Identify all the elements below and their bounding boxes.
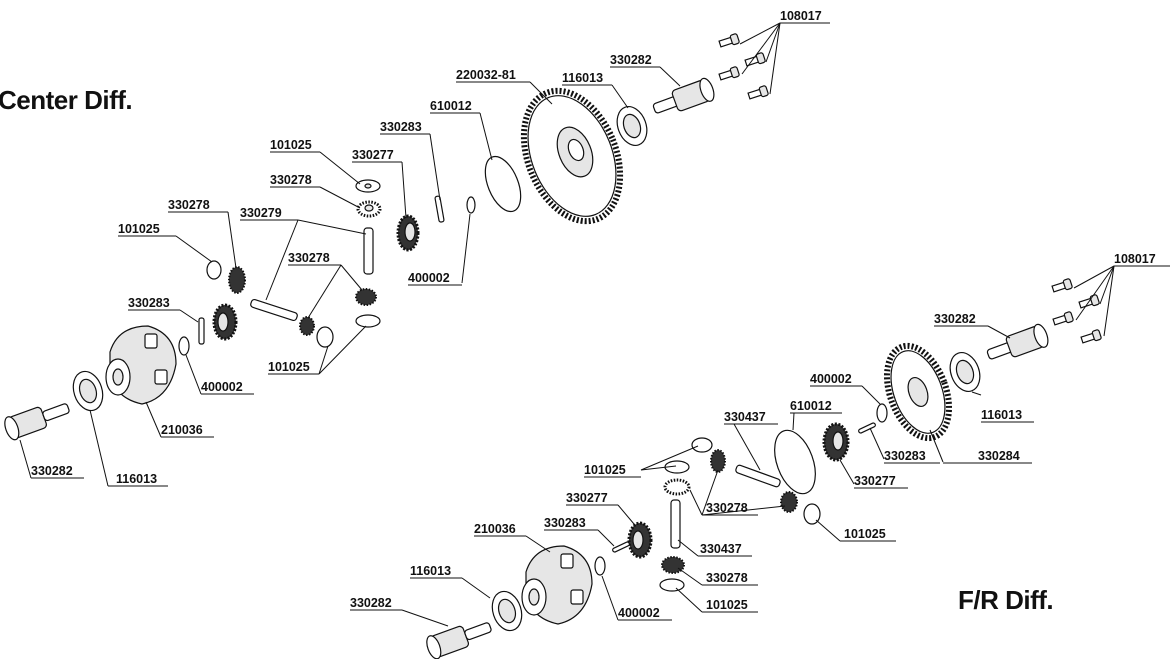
part-label-116013: 116013 bbox=[981, 408, 1022, 422]
outdrive-330282-fr-bot bbox=[426, 622, 492, 659]
bevel-gear-330278-fr-c bbox=[780, 491, 798, 513]
bevel-gear-330277-fr-b bbox=[627, 521, 653, 559]
washer-101025-c bbox=[316, 326, 334, 348]
part-label-330282: 330282 bbox=[350, 596, 392, 610]
part-label-330283: 330283 bbox=[380, 120, 422, 134]
part-label-400002: 400002 bbox=[810, 372, 852, 386]
leader-lines bbox=[19, 22, 1115, 627]
ring-gear-330284 bbox=[883, 342, 953, 442]
bevel-gear-330278-fr-d bbox=[661, 556, 685, 574]
part-label-330282: 330282 bbox=[31, 464, 73, 478]
part-label-330278: 330278 bbox=[270, 173, 312, 187]
part-label-101025: 101025 bbox=[706, 598, 748, 612]
oring-400002-fr-top bbox=[876, 403, 888, 423]
part-label-330278: 330278 bbox=[168, 198, 210, 212]
part-label-330437: 330437 bbox=[700, 542, 742, 556]
part-label-116013: 116013 bbox=[562, 71, 603, 85]
part-label-400002: 400002 bbox=[618, 606, 660, 620]
part-label-610012: 610012 bbox=[430, 99, 472, 113]
bevel-gear-330277-center bbox=[396, 214, 420, 252]
diff-case-210036-fr bbox=[521, 545, 593, 625]
shaft-330279-diagonal bbox=[250, 298, 298, 322]
part-label-330283: 330283 bbox=[884, 449, 926, 463]
gasket-610012 bbox=[484, 155, 522, 213]
part-label-108017: 108017 bbox=[1114, 252, 1156, 266]
part-label-101025: 101025 bbox=[270, 138, 312, 152]
oring-400002-mid bbox=[178, 336, 190, 356]
washer-101025-b bbox=[206, 260, 222, 280]
part-label-101025: 101025 bbox=[268, 360, 310, 374]
bearing-116013-bottom-center bbox=[72, 370, 104, 412]
part-label-108017: 108017 bbox=[780, 9, 822, 23]
part-label-210036: 210036 bbox=[474, 522, 516, 536]
pin-330283-top bbox=[434, 195, 445, 223]
part-label-330283: 330283 bbox=[544, 516, 586, 530]
part-label-330437: 330437 bbox=[724, 410, 766, 424]
shaft-330279-vertical bbox=[363, 227, 374, 275]
bevel-gear-330277-fr-a bbox=[822, 422, 850, 462]
part-label-330279: 330279 bbox=[240, 206, 282, 220]
part-label-330277: 330277 bbox=[566, 491, 608, 505]
washer-101025-fr-a bbox=[691, 437, 713, 453]
part-label-330284: 330284 bbox=[978, 449, 1020, 463]
outdrive-330282-fr-top bbox=[986, 323, 1049, 360]
shaft-330437-b bbox=[670, 499, 681, 549]
part-label-330278: 330278 bbox=[706, 501, 748, 515]
bearing-116013-fr-top bbox=[949, 352, 981, 392]
pin-330283-mid bbox=[198, 317, 205, 345]
oring-400002-top bbox=[466, 196, 476, 214]
part-label-610012: 610012 bbox=[790, 399, 832, 413]
part-label-330277: 330277 bbox=[352, 148, 394, 162]
pin-330283-fr-b bbox=[612, 541, 630, 553]
pin-330283-fr-a bbox=[858, 422, 876, 434]
part-label-101025: 101025 bbox=[118, 222, 160, 236]
gasket-610012-fr bbox=[774, 429, 816, 495]
outdrive-330282-bottom bbox=[4, 403, 70, 441]
part-label-220032-81: 220032-81 bbox=[456, 68, 516, 82]
bearing-116013-top bbox=[616, 106, 648, 146]
screw-108017-fr-group bbox=[1051, 278, 1102, 344]
fr-diff-title: F/R Diff. bbox=[958, 585, 1053, 615]
bevel-gear-330278-a bbox=[356, 200, 382, 218]
bevel-gear-330278-fr-a bbox=[710, 449, 726, 473]
part-label-330282: 330282 bbox=[610, 53, 652, 67]
outdrive-330282-top bbox=[652, 77, 715, 114]
part-label-101025: 101025 bbox=[584, 463, 626, 477]
part-label-330278: 330278 bbox=[288, 251, 330, 265]
shaft-330437-a bbox=[735, 464, 781, 488]
part-label-330283: 330283 bbox=[128, 296, 170, 310]
part-label-101025: 101025 bbox=[844, 527, 886, 541]
bearing-116013-fr-bot bbox=[491, 590, 523, 632]
bevel-gear-330278-d bbox=[299, 316, 315, 336]
screw-108017-group bbox=[718, 33, 769, 100]
washer-101025-d bbox=[355, 314, 381, 328]
part-label-210036: 210036 bbox=[161, 423, 203, 437]
part-label-330282: 330282 bbox=[934, 312, 976, 326]
oring-400002-fr-bot bbox=[594, 556, 606, 576]
washer-101025-fr-d bbox=[659, 578, 685, 592]
bevel-gear-330278-fr-b bbox=[663, 478, 691, 496]
part-label-330278: 330278 bbox=[706, 571, 748, 585]
bevel-gear-330277-lower bbox=[212, 303, 238, 341]
part-label-116013: 116013 bbox=[410, 564, 451, 578]
washer-hole bbox=[364, 183, 372, 189]
spur-gear-220032 bbox=[520, 87, 624, 225]
bevel-gear-330278-b bbox=[228, 266, 246, 294]
part-label-400002: 400002 bbox=[408, 271, 450, 285]
diff-case-210036-center bbox=[105, 325, 177, 405]
part-label-330277: 330277 bbox=[854, 474, 896, 488]
part-label-400002: 400002 bbox=[201, 380, 243, 394]
center-diff-title: Center Diff. bbox=[0, 85, 132, 115]
bevel-gear-330278-c bbox=[355, 288, 377, 306]
washer-101025-fr-c bbox=[803, 503, 821, 525]
part-label-116013: 116013 bbox=[116, 472, 157, 486]
